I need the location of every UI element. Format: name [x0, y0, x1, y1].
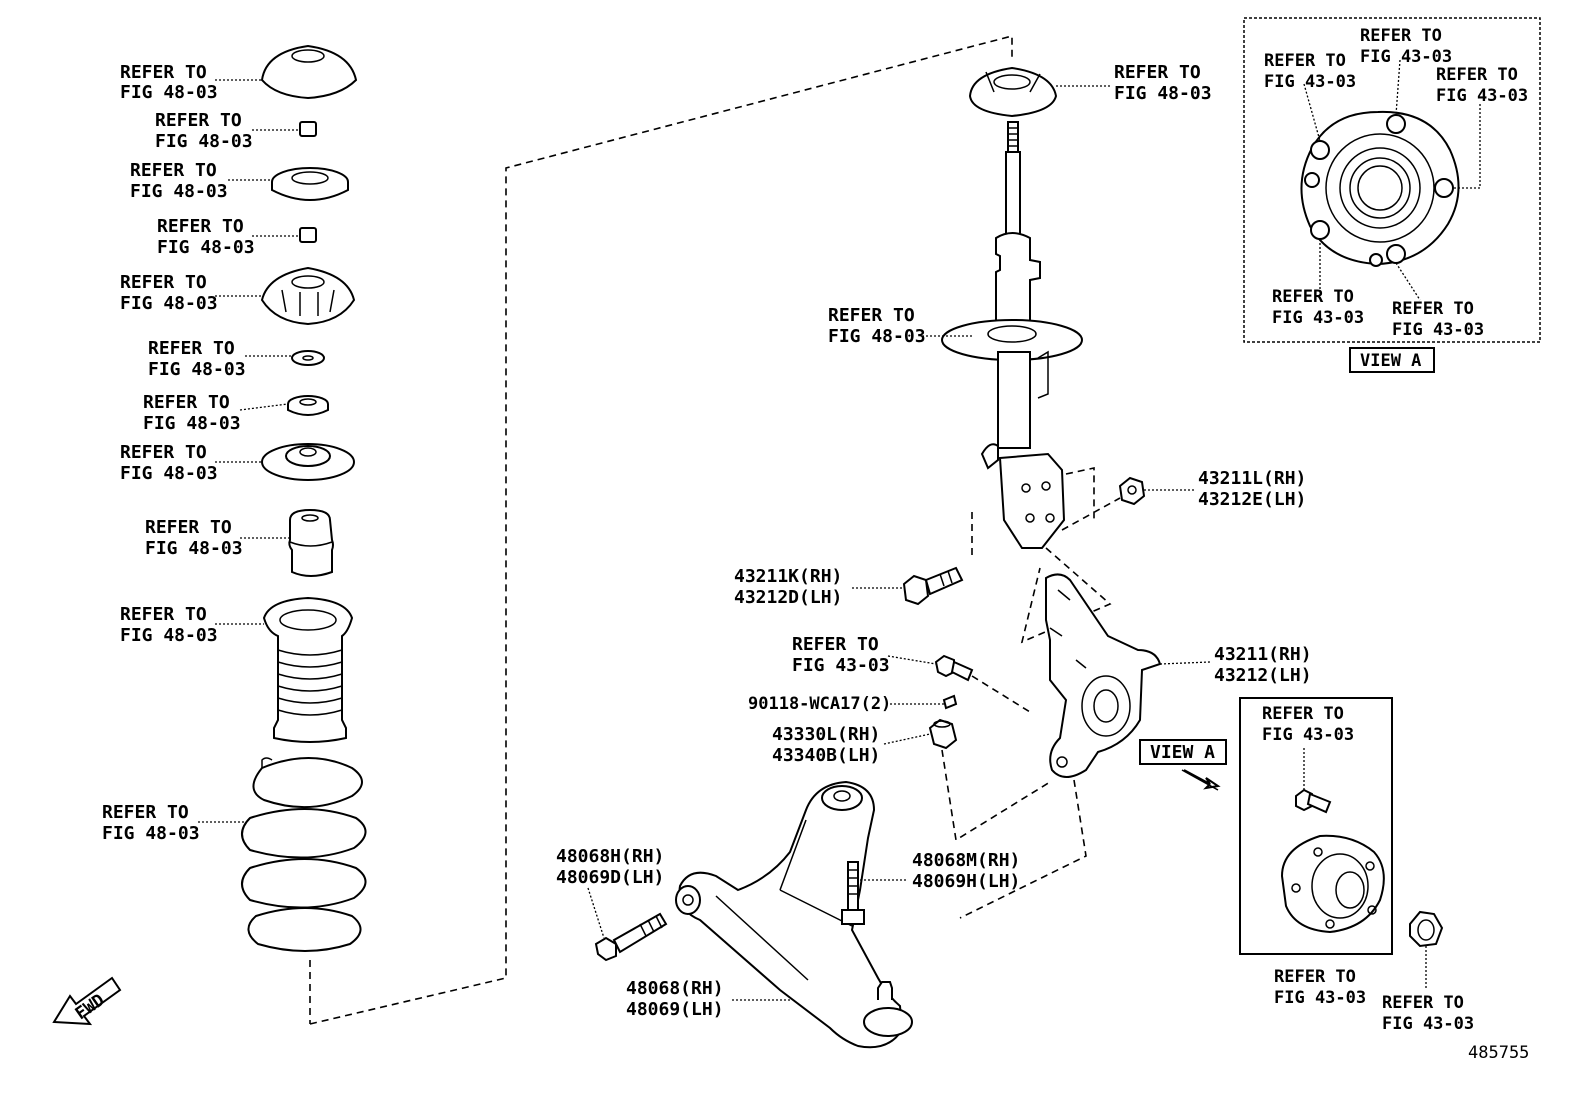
knuckle-bolt	[934, 654, 974, 682]
ref-label-6a: REFER TO	[148, 338, 235, 359]
ref-label-12b: FIG 48-03	[1114, 83, 1212, 104]
bolt4-rh-label: 48068M(RH)	[912, 850, 1020, 871]
ref-label-3b: FIG 48-03	[130, 181, 228, 202]
screw-label: 90118-WCA17(2)	[748, 694, 891, 714]
ref-label-8a: REFER TO	[120, 442, 207, 463]
steering-knuckle	[1045, 573, 1162, 778]
small-nut	[299, 121, 317, 137]
ref-label-11a: REFER TO	[102, 802, 189, 823]
strut-nut	[1118, 476, 1146, 506]
washer	[291, 350, 325, 366]
ref-label-13a: REFER TO	[828, 305, 915, 326]
arm-bolt-rear	[841, 861, 865, 925]
ref-label-12a: REFER TO	[1114, 62, 1201, 83]
ref-label-21a: REFER TO	[1274, 967, 1356, 987]
ref-label-2a: REFER TO	[155, 110, 242, 131]
assembly-outline	[309, 34, 1013, 1025]
ref-label-20b: FIG 43-03	[1262, 725, 1354, 745]
ref-label-22a: REFER TO	[1382, 993, 1464, 1013]
hub-nut	[1409, 910, 1444, 948]
ref-label-5b: FIG 48-03	[120, 293, 218, 314]
strut-mount	[260, 266, 356, 326]
small-nut-2	[299, 227, 317, 243]
ref-label-17a: REFER TO	[1436, 65, 1518, 85]
upper-support-cap	[260, 44, 358, 100]
ref-label-20a: REFER TO	[1262, 704, 1344, 724]
spring-seat	[261, 443, 355, 481]
ref-label-10b: FIG 48-03	[120, 625, 218, 646]
view-a-panel	[1243, 17, 1541, 343]
bolt3-lh-label: 48069D(LH)	[556, 867, 664, 888]
bolt3-rh-label: 48068H(RH)	[556, 846, 664, 867]
shock-absorber	[941, 121, 1083, 549]
ref-label-18a: REFER TO	[1272, 287, 1354, 307]
bolt-rh-label: 43211K(RH)	[734, 566, 842, 587]
ref-label-11b: FIG 48-03	[102, 823, 200, 844]
ref-label-14a: REFER TO	[792, 634, 879, 655]
screw	[942, 694, 958, 710]
nut-lh-label: 43212E(LH)	[1198, 489, 1306, 510]
ref-label-16a: REFER TO	[1264, 51, 1346, 71]
view-a-callout: VIEW A	[1139, 739, 1227, 791]
dust-boot	[262, 596, 354, 743]
view-a-title: VIEW A	[1360, 351, 1421, 371]
hub-panel	[1239, 697, 1393, 955]
arm-lh-label: 48069(LH)	[626, 999, 724, 1020]
upper-mount-top	[968, 66, 1058, 118]
ref-label-9a: REFER TO	[145, 517, 232, 538]
view-a-callout-label: VIEW A	[1150, 742, 1215, 763]
ref-label-22b: FIG 43-03	[1382, 1014, 1474, 1034]
ref-label-6b: FIG 48-03	[148, 359, 246, 380]
nut-rh-label: 43211L(RH)	[1198, 468, 1306, 489]
hub-bearing	[1280, 834, 1385, 934]
bearing	[271, 167, 349, 201]
nut2-rh-label: 43330L(RH)	[772, 724, 880, 745]
arm-rh-label: 48068(RH)	[626, 978, 724, 999]
ref-label-8b: FIG 48-03	[120, 463, 218, 484]
bolt4-lh-label: 48069H(LH)	[912, 871, 1020, 892]
ref-label-10a: REFER TO	[120, 604, 207, 625]
ref-label-4a: REFER TO	[157, 216, 244, 237]
ref-label-13b: FIG 48-03	[828, 326, 926, 347]
bolt-lh-label: 43212D(LH)	[734, 587, 842, 608]
hub-bolt	[1295, 788, 1332, 814]
ref-label-19b: FIG 43-03	[1392, 320, 1484, 340]
ref-label-4b: FIG 48-03	[157, 237, 255, 258]
diagram-number: 485755	[1468, 1043, 1529, 1063]
lower-control-arm	[675, 780, 913, 1049]
ref-label-15b: FIG 43-03	[1360, 47, 1452, 67]
ball-joint-nut	[928, 718, 958, 750]
ref-label-7a: REFER TO	[143, 392, 230, 413]
knuckle-rh-label: 43211(RH)	[1214, 644, 1312, 665]
strut-bolt	[902, 566, 964, 606]
ref-label-5a: REFER TO	[120, 272, 207, 293]
ref-label-3a: REFER TO	[130, 160, 217, 181]
ref-label-15a: REFER TO	[1360, 26, 1442, 46]
ref-label-21b: FIG 43-03	[1274, 988, 1366, 1008]
ref-label-7b: FIG 48-03	[143, 413, 241, 434]
nut2-lh-label: 43340B(LH)	[772, 745, 880, 766]
ref-label-17b: FIG 43-03	[1436, 86, 1528, 106]
ref-label-1b: FIG 48-03	[120, 82, 218, 103]
knuckle-lh-label: 43212(LH)	[1214, 665, 1312, 686]
ref-label-16b: FIG 43-03	[1264, 72, 1356, 92]
fwd-arrow-icon: FWD	[52, 976, 122, 1026]
ref-label-9b: FIG 48-03	[145, 538, 243, 559]
coil-spring	[241, 757, 367, 952]
hub-flange	[1300, 110, 1460, 267]
spacer	[287, 395, 329, 416]
ref-label-14b: FIG 43-03	[792, 655, 890, 676]
bump-stopper	[288, 508, 334, 577]
ref-label-2b: FIG 48-03	[155, 131, 253, 152]
arm-bolt-front	[594, 912, 668, 962]
ref-label-1a: REFER TO	[120, 62, 207, 83]
ref-label-19a: REFER TO	[1392, 299, 1474, 319]
ref-label-18b: FIG 43-03	[1272, 308, 1364, 328]
